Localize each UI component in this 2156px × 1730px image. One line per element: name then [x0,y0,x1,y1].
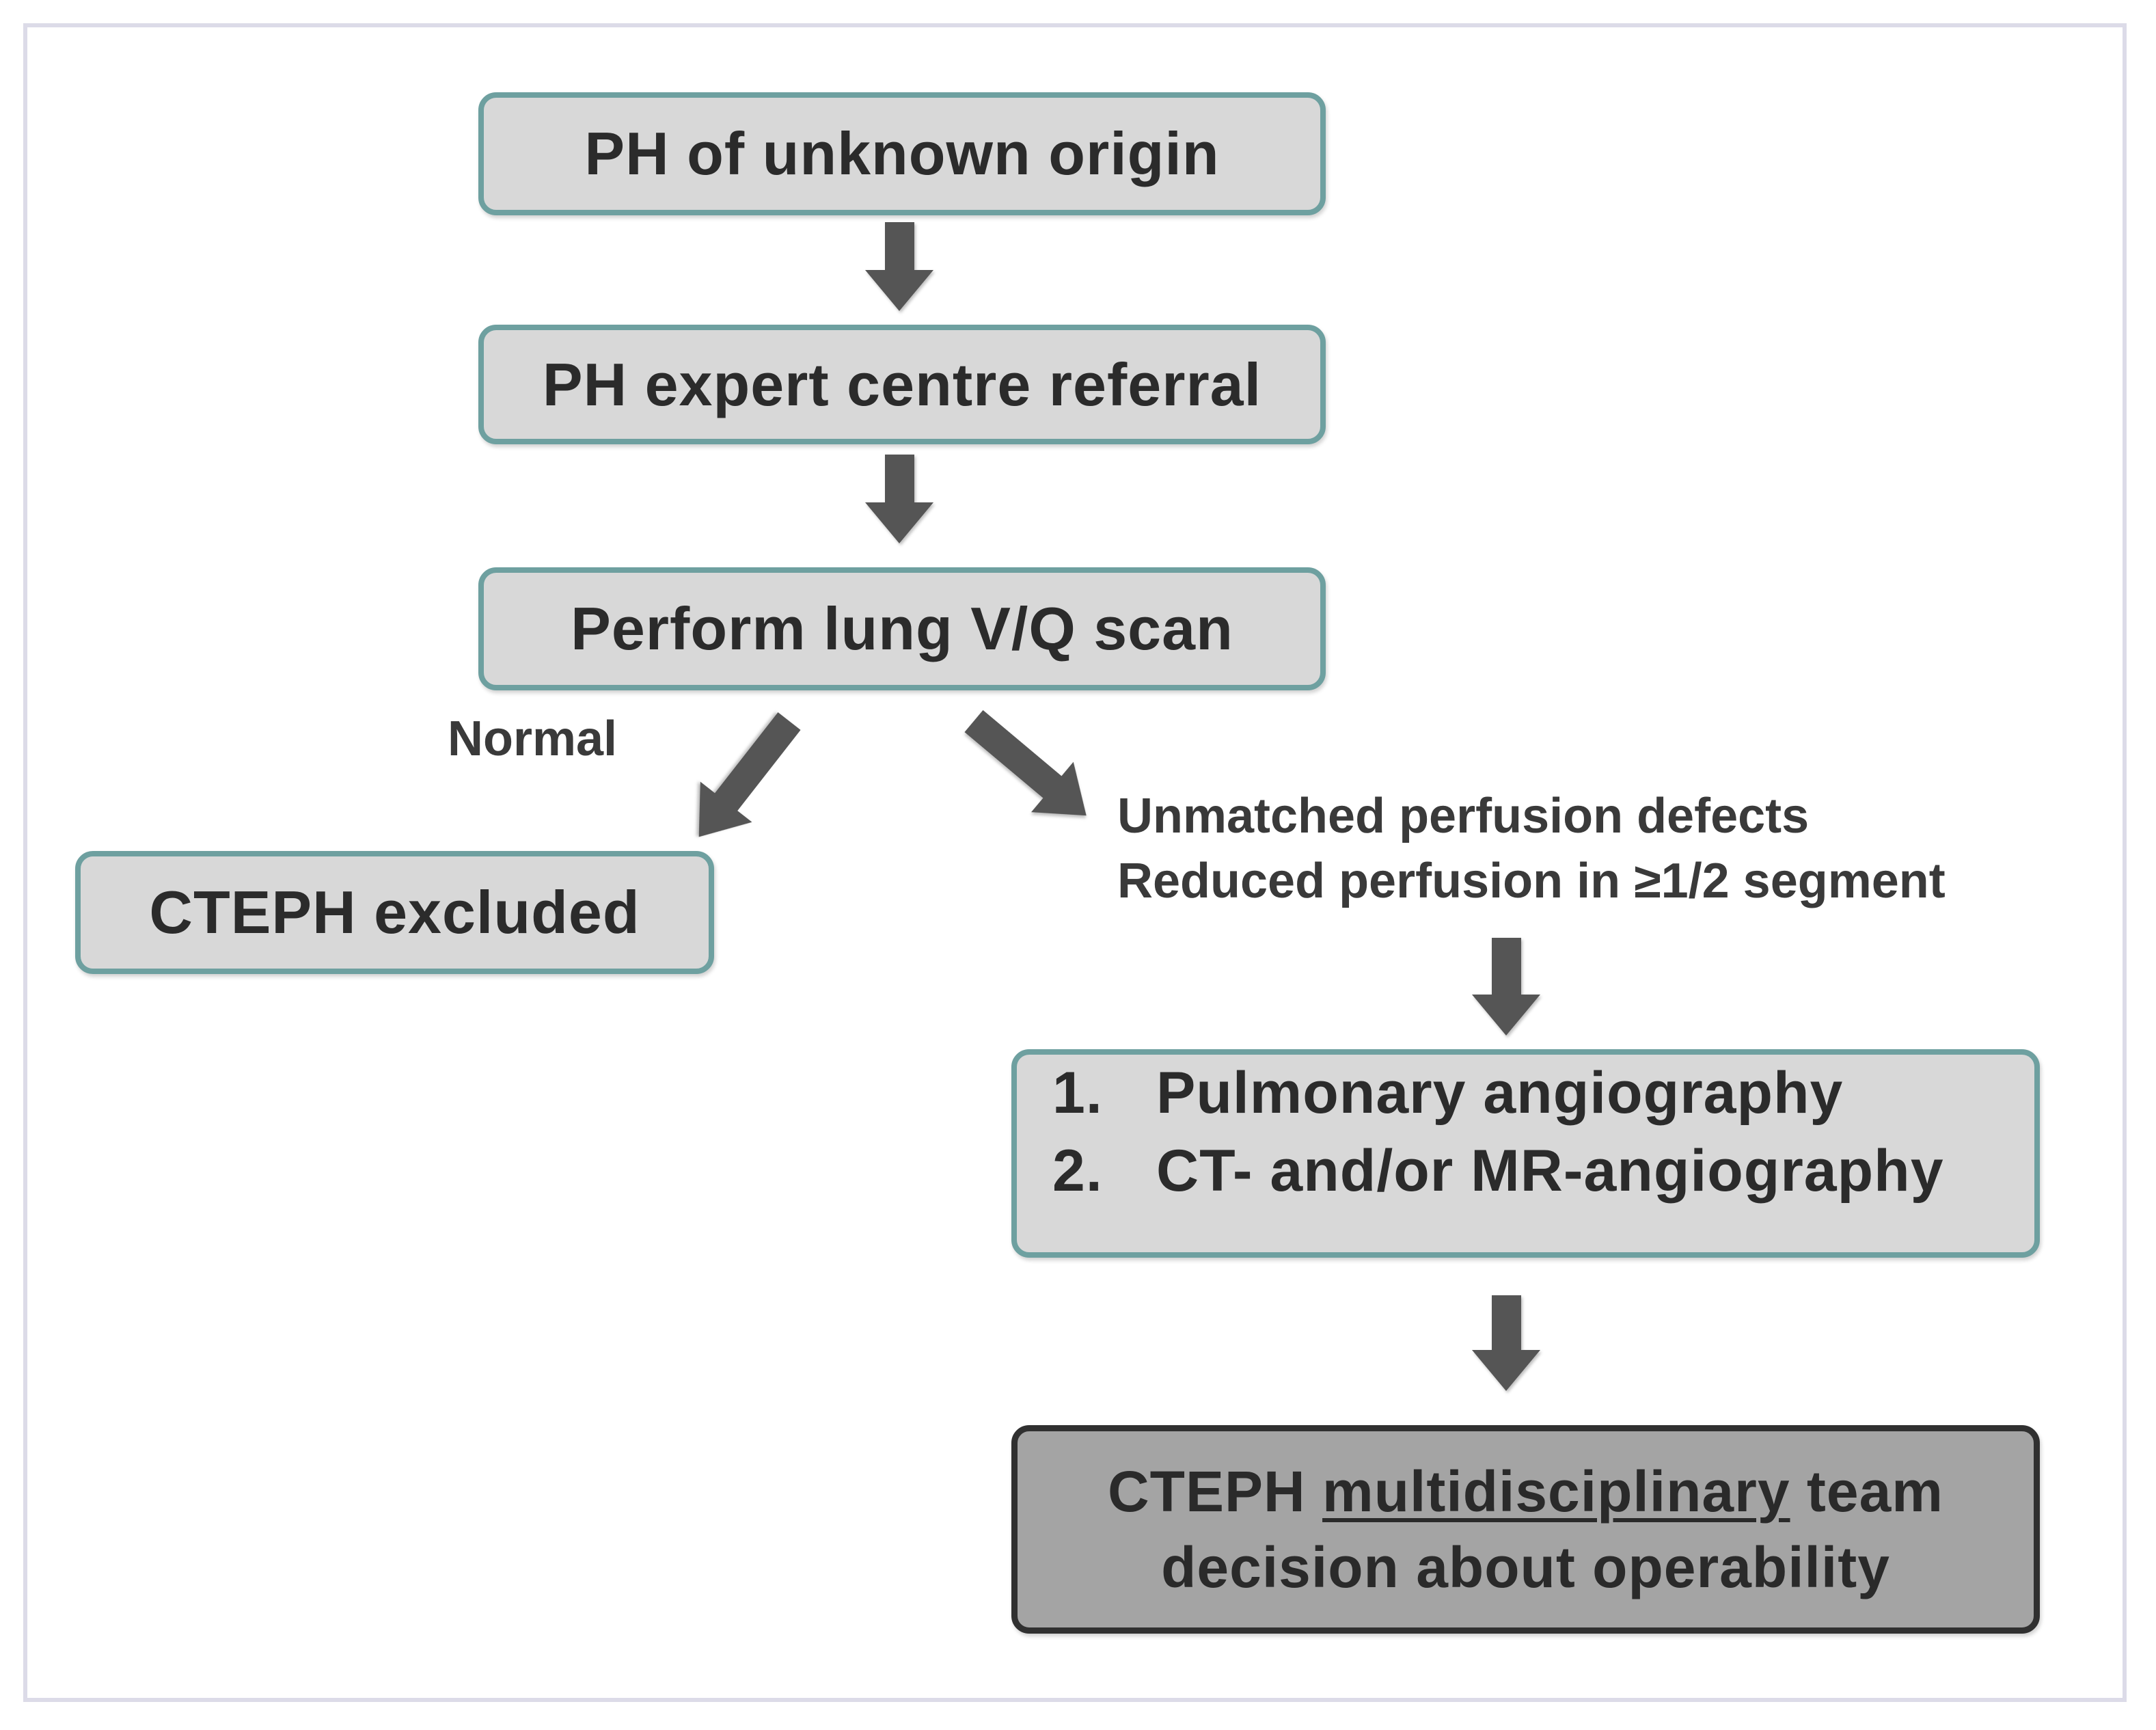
edge-label-normal: Normal [448,712,618,766]
mdt-decision-suffix: team [1790,1459,1943,1524]
node-cteph-excluded: CTEPH excluded [75,851,714,974]
edge-label-unmatched-1: Unmatched perfusion defects [1117,789,1810,843]
node-ph-unknown-origin-label: PH of unknown origin [584,120,1220,187]
mdt-decision-line-2: decision about operability [1161,1535,1890,1599]
imaging-item-2-text: CT- and/or MR-angiography [1156,1137,1944,1204]
imaging-item-1-text: Pulmonary angiography [1156,1060,1844,1126]
node-mdt-decision: CTEPH multidisciplinary team decision ab… [1011,1425,2040,1634]
node-cteph-excluded-label: CTEPH excluded [149,878,640,946]
node-expert-referral: PH expert centre referral [478,325,1326,444]
imaging-item-1-number: 1. [1052,1060,1103,1126]
imaging-item-2-number: 2. [1052,1137,1103,1204]
node-vq-scan: Perform lung V/Q scan [478,567,1326,690]
node-vq-scan-label: Perform lung V/Q scan [571,595,1233,662]
edge-label-unmatched-2: Reduced perfusion in ≥1/2 segment [1117,854,1946,908]
mdt-decision-line-1: CTEPH multidisciplinary team [1108,1454,1943,1530]
mdt-decision-prefix: CTEPH [1108,1459,1323,1524]
imaging-item-1: 1. Pulmonary angiography [1052,1055,1843,1133]
node-imaging: 1. Pulmonary angiography 2. CT- and/or M… [1011,1049,2040,1258]
node-expert-referral-label: PH expert centre referral [542,350,1262,418]
mdt-decision-underlined: multidisciplinary [1322,1459,1790,1524]
imaging-item-2: 2. CT- and/or MR-angiography [1052,1133,1944,1211]
node-ph-unknown-origin: PH of unknown origin [478,92,1326,215]
